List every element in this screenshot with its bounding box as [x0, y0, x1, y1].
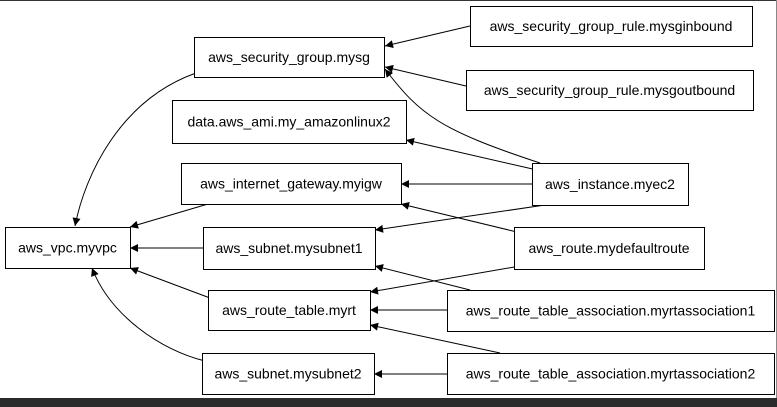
node-box [202, 353, 375, 395]
edge-rt-to-vpc [129, 267, 211, 299]
node-label: aws_route.mydefaultroute [528, 240, 689, 256]
node-label: aws_security_group.mysg [208, 49, 370, 65]
edge-sgin-to-sg [384, 25, 471, 49]
node-igw[interactable]: aws_internet_gateway.myigw [181, 163, 402, 205]
node-label: data.aws_ami.my_amazonlinux2 [187, 114, 390, 130]
node-box [5, 227, 131, 269]
window-top-border [0, 0, 777, 1]
edge-ec2-to-sub1 [374, 204, 546, 233]
node-ami[interactable]: data.aws_ami.my_amazonlinux2 [172, 100, 407, 144]
node-box [532, 163, 689, 206]
edge-igw-to-vpc [129, 203, 209, 229]
node-rt[interactable]: aws_route_table.myrt [208, 290, 371, 331]
node-label: aws_vpc.myvpc [18, 240, 117, 256]
node-box [172, 100, 407, 144]
node-label: aws_security_group_rule.mysginbound [490, 18, 733, 34]
edge-sub2-to-vpc [91, 267, 206, 362]
node-route[interactable]: aws_route.mydefaultroute [514, 227, 705, 270]
node-label: aws_instance.myec2 [545, 176, 675, 192]
node-sg[interactable]: aws_security_group.mysg [194, 37, 385, 78]
edge-route-to-rt [369, 265, 521, 295]
node-sub2[interactable]: aws_subnet.mysubnet2 [202, 353, 375, 395]
node-vpc[interactable]: aws_vpc.myvpc [5, 227, 131, 269]
node-label: aws_subnet.mysubnet2 [214, 366, 361, 382]
node-box [181, 163, 402, 205]
node-box [470, 6, 753, 47]
edge-sg-to-vpc [72, 72, 197, 227]
edge-sgout-to-sg [384, 64, 467, 87]
node-ec2[interactable]: aws_instance.myec2 [532, 163, 689, 206]
node-rta1[interactable]: aws_route_table_association.myrtassociat… [447, 290, 775, 332]
node-box [466, 70, 754, 111]
edge-ec2-to-ami [405, 137, 538, 171]
node-label: aws_subnet.mysubnet1 [215, 240, 362, 256]
node-box [447, 290, 775, 332]
node-label: aws_security_group_rule.mysgoutbound [484, 82, 735, 98]
node-rta2[interactable]: aws_route_table_association.myrtassociat… [447, 353, 775, 395]
node-box [203, 227, 376, 270]
nodes-layer: aws_security_group.mysg aws_security_grou… [5, 6, 775, 395]
window-bottom-bar [0, 398, 777, 407]
node-box [194, 37, 385, 78]
node-box [514, 227, 705, 270]
node-label: aws_internet_gateway.myigw [200, 176, 383, 192]
node-sub1[interactable]: aws_subnet.mysubnet1 [203, 227, 376, 270]
edge-rta1-to-sub1 [374, 264, 471, 291]
node-label: aws_route_table_association.myrtassociat… [466, 366, 756, 382]
edge-route-to-igw [400, 201, 518, 233]
node-label: aws_route_table_association.myrtassociat… [466, 303, 756, 319]
edge-ec2-to-sg [384, 68, 541, 164]
edges-layer [72, 25, 546, 378]
node-label: aws_route_table.myrt [222, 302, 356, 318]
node-sgout[interactable]: aws_security_group_rule.mysgoutbound [466, 70, 754, 111]
edge-rta2-to-rt [369, 322, 501, 354]
node-box [447, 353, 775, 395]
node-sgin[interactable]: aws_security_group_rule.mysginbound [470, 6, 753, 47]
node-box [208, 290, 371, 331]
